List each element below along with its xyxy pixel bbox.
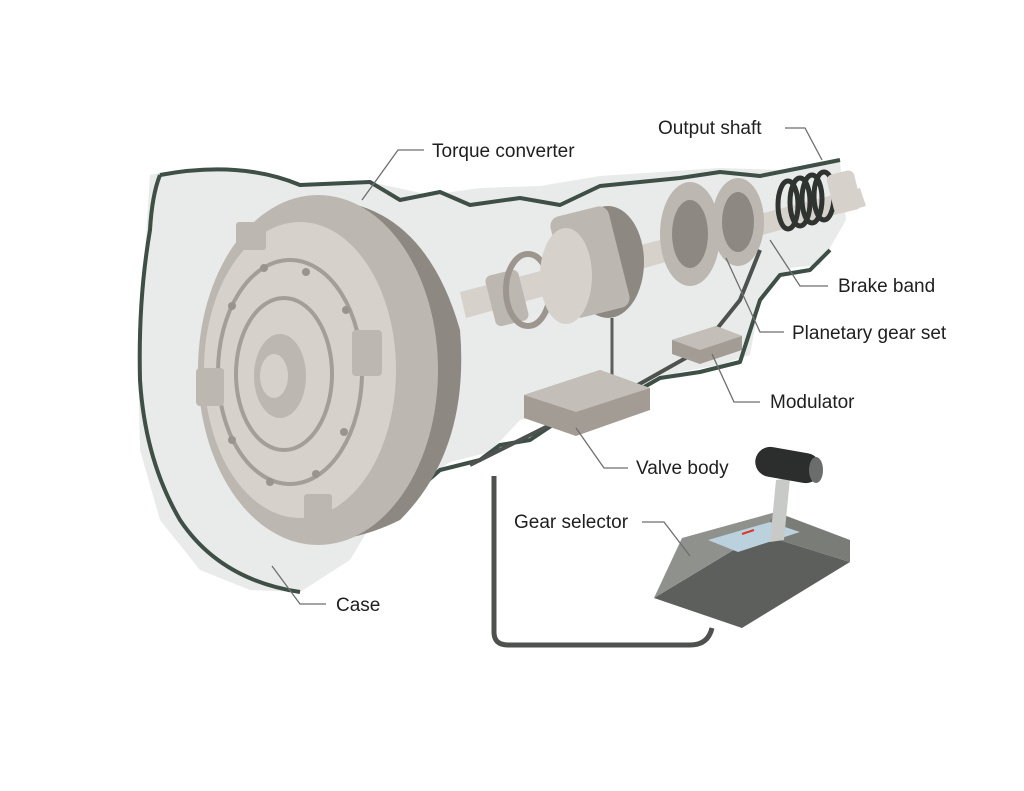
output-shaft-end [826,170,862,214]
leader-brake-band [769,239,828,287]
label-valve-body: Valve body [636,458,729,479]
label-brake-band: Brake band [838,276,935,297]
leader-valve-body [575,427,628,469]
leader-case [271,565,326,605]
gear-train [460,169,866,329]
mount-lug-top [236,222,266,250]
leader-modulator [711,353,760,403]
label-gear-selector: Gear selector [514,512,629,533]
selector-cable [491,476,715,648]
converter-hub-cap [260,354,288,398]
valve-assembly [469,249,762,467]
case-outline-lower [137,174,301,594]
case-outline-top [159,158,841,207]
leader-planetary-gear-set [725,257,784,333]
label-modulator: Modulator [770,392,855,413]
labels: Output shaft Torque converter Brake band… [336,118,947,616]
torque-converter [196,195,462,545]
selector-base-front [654,534,850,628]
leader-lines [271,127,828,605]
leader-torque-converter [361,149,424,201]
mount-lug-bottom [304,494,332,520]
label-planetary-gear-set: Planetary gear set [792,323,947,344]
selector-knob-cap [809,457,823,483]
label-torque-converter: Torque converter [432,141,575,162]
mount-lug-left [196,368,224,406]
label-output-shaft: Output shaft [658,118,762,139]
selector-lever [770,478,790,542]
planetary-ring-inner [672,200,708,268]
hydraulic-line [469,249,762,467]
label-case: Case [336,595,380,616]
valve-body-top [524,370,650,412]
converter-ring-2 [234,296,334,452]
selector-indicator [741,529,755,535]
gear-selector-assembly [491,446,850,648]
leader-gear-selector [642,521,691,557]
modulator-top [672,326,742,350]
leader-output-shaft [785,127,823,161]
planetary-rear-inner [722,192,754,252]
clutch-drum-face [540,228,592,324]
mount-lug-right [352,330,382,376]
bolt-holes [216,264,360,486]
selector-knob [755,446,821,484]
